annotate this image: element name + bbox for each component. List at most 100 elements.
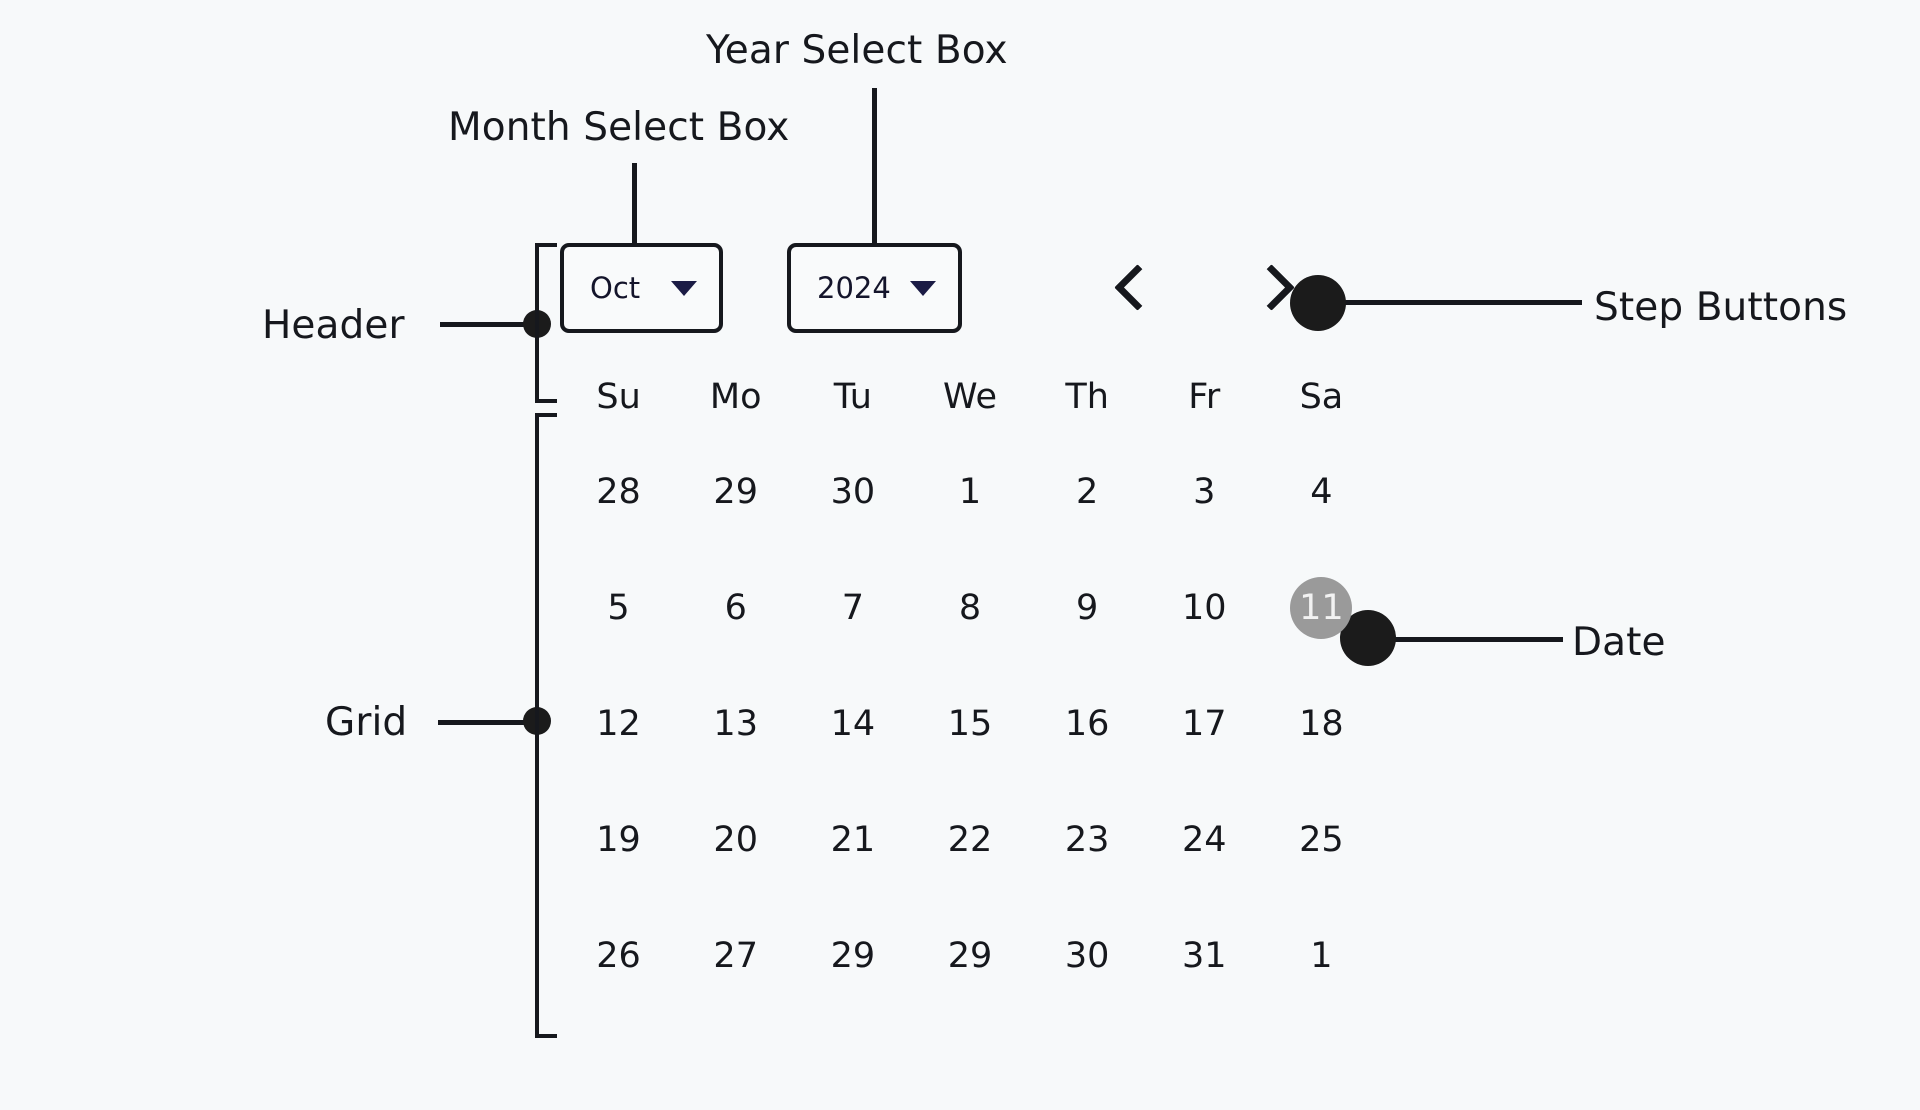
date-number: 21	[830, 819, 876, 860]
date-cell[interactable]: 24	[1146, 782, 1263, 898]
date-cell[interactable]: 4	[1263, 434, 1380, 550]
date-cell-selected[interactable]: 11	[1263, 550, 1380, 666]
date-cell[interactable]: 1	[1263, 898, 1380, 1014]
date-cell[interactable]: 30	[1029, 898, 1146, 1014]
date-number: 24	[1181, 819, 1227, 860]
date-number: 3	[1193, 471, 1216, 512]
year-select-box[interactable]: 2024	[787, 243, 962, 333]
bracket-grid	[535, 413, 557, 1038]
date-number: 23	[1064, 819, 1110, 860]
date-cell[interactable]: 15	[911, 666, 1028, 782]
leader-line-step-buttons	[1310, 300, 1582, 305]
date-number: 29	[947, 935, 993, 976]
date-cell[interactable]: 10	[1146, 550, 1263, 666]
leader-dot-step-buttons	[1290, 275, 1346, 331]
step-buttons	[1110, 260, 1295, 316]
date-cell[interactable]: 5	[560, 550, 677, 666]
date-cell[interactable]: 26	[560, 898, 677, 1014]
date-cell[interactable]: 23	[1029, 782, 1146, 898]
leader-line-header	[440, 322, 538, 327]
date-number: 16	[1064, 703, 1110, 744]
weekday-label: Su	[596, 377, 641, 417]
date-cell[interactable]: 1	[911, 434, 1028, 550]
date-number: 15	[947, 703, 993, 744]
leader-line-month-select-box	[632, 163, 637, 268]
date-picker-grid: Su Mo Tu We Th Fr Sa 28 29 30 1 2 3 4 5 …	[560, 360, 1380, 1014]
date-number: 20	[713, 819, 758, 860]
date-cell[interactable]: 8	[911, 550, 1028, 666]
date-cell[interactable]: 21	[794, 782, 911, 898]
date-cell[interactable]: 22	[911, 782, 1028, 898]
date-cell[interactable]: 14	[794, 666, 911, 782]
date-cell[interactable]: 29	[794, 898, 911, 1014]
previous-month-button[interactable]	[1110, 260, 1161, 316]
date-cell[interactable]: 29	[911, 898, 1028, 1014]
date-number: 7	[841, 587, 864, 628]
year-select-value: 2024	[817, 270, 891, 305]
date-number: 30	[1064, 935, 1110, 976]
date-number: 18	[1299, 703, 1344, 744]
date-cell[interactable]: 3	[1146, 434, 1263, 550]
date-cell[interactable]: 2	[1029, 434, 1146, 550]
date-number: 22	[947, 819, 993, 860]
date-number: 6	[724, 587, 747, 628]
date-cell[interactable]: 30	[794, 434, 911, 550]
month-select-box[interactable]: Oct	[560, 243, 723, 333]
date-cell[interactable]: 19	[560, 782, 677, 898]
week-row: 12 13 14 15 16 17 18	[560, 666, 1380, 782]
weekday-label: Tu	[833, 377, 872, 417]
date-cell[interactable]: 29	[677, 434, 794, 550]
annotation-label-step-buttons: Step Buttons	[1594, 285, 1848, 330]
date-cell[interactable]: 12	[560, 666, 677, 782]
date-number: 11	[1290, 577, 1353, 639]
date-cell[interactable]: 28	[560, 434, 677, 550]
week-row: 28 29 30 1 2 3 4	[560, 434, 1380, 550]
date-cell[interactable]: 20	[677, 782, 794, 898]
date-number: 9	[1075, 587, 1099, 628]
date-number: 28	[596, 471, 641, 512]
date-cell[interactable]: 17	[1146, 666, 1263, 782]
date-number: 31	[1181, 935, 1227, 976]
date-number: 1	[958, 471, 982, 512]
date-number: 13	[713, 703, 758, 744]
date-cell[interactable]: 7	[794, 550, 911, 666]
leader-line-date	[1378, 637, 1563, 642]
leader-line-grid	[438, 720, 538, 725]
date-cell[interactable]: 27	[677, 898, 794, 1014]
chevron-down-icon	[910, 280, 936, 296]
date-number: 19	[596, 819, 641, 860]
weekday-label: We	[942, 377, 998, 417]
chevron-right-icon	[1248, 264, 1295, 311]
date-cell[interactable]: 31	[1146, 898, 1263, 1014]
week-row: 26 27 29 29 30 31 1	[560, 898, 1380, 1014]
date-number: 25	[1299, 819, 1344, 860]
date-number: 1	[1310, 935, 1333, 976]
date-number: 27	[713, 935, 758, 976]
date-number: 8	[958, 587, 982, 628]
date-cell[interactable]: 25	[1263, 782, 1380, 898]
bracket-header	[535, 243, 557, 403]
date-picker: Oct 2024 Su Mo Tu We	[560, 238, 1380, 1014]
date-number: 17	[1181, 703, 1227, 744]
date-number: 5	[607, 587, 630, 628]
date-cell[interactable]: 16	[1029, 666, 1146, 782]
annotation-label-month-select-box: Month Select Box	[448, 105, 790, 150]
date-cell[interactable]: 9	[1029, 550, 1146, 666]
chevron-left-icon	[1114, 264, 1161, 311]
annotation-label-date: Date	[1572, 620, 1666, 665]
annotation-label-grid: Grid	[325, 700, 408, 745]
date-number: 29	[713, 471, 758, 512]
date-cell[interactable]: 18	[1263, 666, 1380, 782]
date-number: 29	[830, 935, 876, 976]
week-row: 5 6 7 8 9 10 11	[560, 550, 1380, 666]
annotation-label-year-select-box: Year Select Box	[706, 28, 1008, 73]
date-cell[interactable]: 6	[677, 550, 794, 666]
date-cell[interactable]: 13	[677, 666, 794, 782]
date-number: 10	[1181, 587, 1227, 628]
weekday-label: Fr	[1188, 377, 1221, 417]
next-month-button[interactable]	[1244, 260, 1295, 316]
annotation-label-header: Header	[262, 303, 405, 348]
weekday-header-row: Su Mo Tu We Th Fr Sa	[560, 360, 1380, 434]
date-picker-header: Oct 2024	[560, 238, 1380, 338]
